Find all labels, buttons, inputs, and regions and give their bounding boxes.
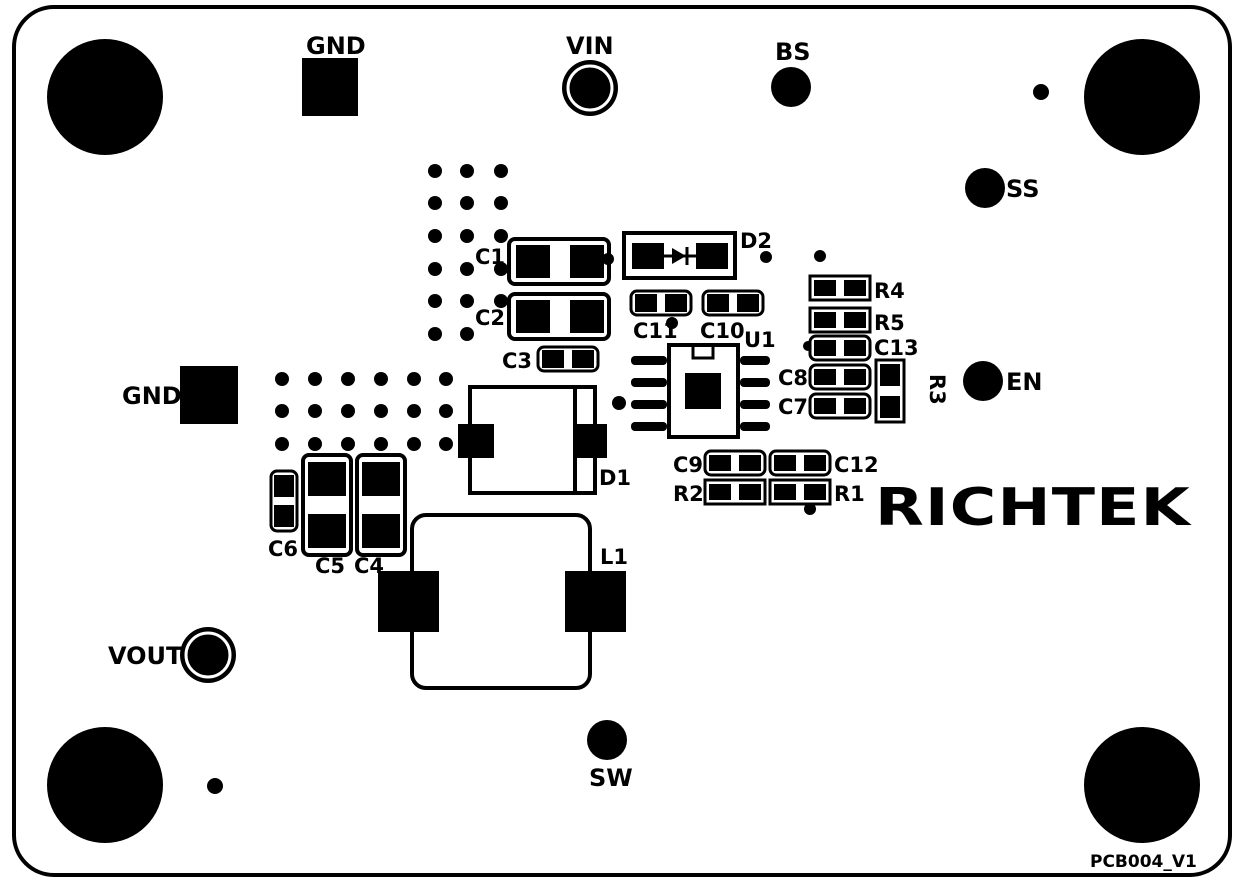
c1-label: C1: [475, 245, 505, 269]
via: [666, 317, 678, 329]
vout-pad-ring: [184, 631, 232, 679]
ss-pad[interactable]: [965, 168, 1005, 208]
via: [612, 396, 626, 410]
diode-d1[interactable]: [458, 385, 607, 495]
c9-label: C9: [673, 453, 703, 477]
bs-label: BS: [775, 38, 811, 66]
resistor-r2[interactable]: [703, 478, 767, 506]
capacitor-c4[interactable]: [355, 453, 407, 557]
sw-pad[interactable]: [587, 720, 627, 760]
board-outline: [12, 5, 1232, 877]
en-pad[interactable]: [963, 361, 1003, 401]
capacitor-c13[interactable]: [808, 334, 872, 362]
via: [1033, 84, 1049, 100]
via-array-lower: [275, 372, 453, 451]
capacitor-c8[interactable]: [808, 363, 872, 391]
board-version: PCB004_V1: [1090, 852, 1197, 872]
c7-label: C7: [778, 395, 808, 419]
vout-label: VOUT: [108, 642, 183, 670]
mounting-hole-br: [1084, 727, 1200, 843]
d1-label: D1: [599, 466, 631, 490]
bs-pad[interactable]: [771, 67, 811, 107]
u1-label: U1: [744, 328, 776, 352]
capacitor-c7[interactable]: [808, 392, 872, 420]
via: [814, 250, 826, 262]
c5-label: C5: [315, 554, 345, 578]
resistor-r3[interactable]: [874, 358, 906, 424]
r2-label: R2: [673, 482, 704, 506]
capacitor-c3[interactable]: [536, 345, 600, 373]
diode-d2[interactable]: [622, 231, 737, 280]
gnd-left-pad[interactable]: [180, 366, 238, 424]
mounting-hole-tl: [47, 39, 163, 155]
r3-label: R3: [925, 374, 949, 405]
via: [760, 251, 772, 263]
brand-logo: RICHTEK: [875, 478, 1192, 538]
inductor-l1[interactable]: [378, 513, 626, 690]
ss-label: SS: [1006, 175, 1040, 203]
r4-label: R4: [874, 279, 905, 303]
vout-pad[interactable]: [180, 627, 236, 683]
l1-label: L1: [600, 545, 628, 569]
resistor-r4[interactable]: [808, 274, 872, 302]
c2-label: C2: [475, 306, 505, 330]
r5-label: R5: [874, 311, 905, 335]
capacitor-c2[interactable]: [507, 292, 611, 341]
c10-label: C10: [700, 319, 745, 343]
capacitor-c9[interactable]: [703, 449, 767, 477]
vin-pad[interactable]: [562, 60, 618, 116]
ic-u1[interactable]: [631, 343, 770, 439]
vin-pad-ring: [566, 64, 614, 112]
gnd-top-label: GND: [306, 32, 366, 60]
mounting-hole-bl: [47, 727, 163, 843]
d2-label: D2: [740, 229, 772, 253]
vin-label: VIN: [566, 32, 614, 60]
capacitor-c12[interactable]: [768, 449, 832, 477]
en-label: EN: [1006, 368, 1042, 396]
mounting-hole-tr: [1084, 39, 1200, 155]
via: [804, 503, 816, 515]
c8-label: C8: [778, 366, 808, 390]
via: [207, 778, 223, 794]
sw-label: SW: [589, 764, 633, 792]
c13-label: C13: [874, 336, 919, 360]
c6-label: C6: [268, 537, 298, 561]
gnd-left-label: GND: [122, 382, 182, 410]
capacitor-c10[interactable]: [701, 289, 765, 317]
c12-label: C12: [834, 453, 879, 477]
capacitor-c11[interactable]: [629, 289, 693, 317]
c11-label: C11: [633, 319, 678, 343]
resistor-r5[interactable]: [808, 306, 872, 334]
r1-label: R1: [834, 482, 865, 506]
capacitor-c6[interactable]: [269, 469, 299, 533]
c3-label: C3: [502, 349, 532, 373]
resistor-r1[interactable]: [768, 478, 832, 506]
gnd-top-pad[interactable]: [302, 58, 358, 116]
via-array-upper: [428, 164, 508, 341]
capacitor-c1[interactable]: [507, 237, 614, 286]
capacitor-c5[interactable]: [301, 453, 353, 557]
